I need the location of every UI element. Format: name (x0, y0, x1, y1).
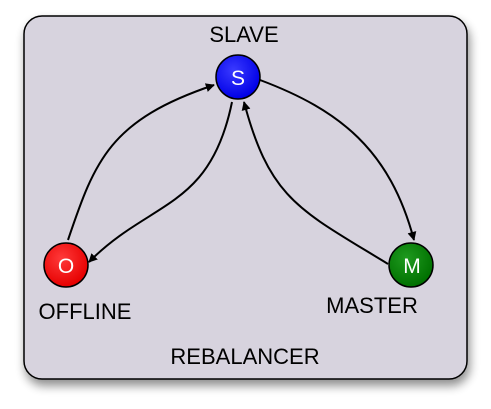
offline-letter: O (58, 255, 74, 278)
rebalancer-label: REBALANCER (170, 344, 319, 369)
node-slave: S (215, 54, 261, 100)
edge-slave-to-offline (88, 101, 233, 263)
rebalancer-container (23, 15, 468, 380)
master-circle (388, 242, 434, 288)
master-letter: M (403, 255, 421, 278)
node-offline: O (43, 242, 89, 288)
offline-circle (43, 242, 89, 288)
slave-letter: S (231, 67, 245, 90)
slave-label: SLAVE (209, 22, 278, 47)
edge-offline-to-slave (67, 83, 215, 241)
edge-master-to-slave (241, 101, 389, 265)
master-label: MASTER (326, 293, 418, 318)
slave-circle (215, 54, 261, 100)
offline-label: OFFLINE (39, 299, 132, 324)
node-master: M (388, 242, 434, 288)
edge-slave-to-master (259, 79, 417, 241)
